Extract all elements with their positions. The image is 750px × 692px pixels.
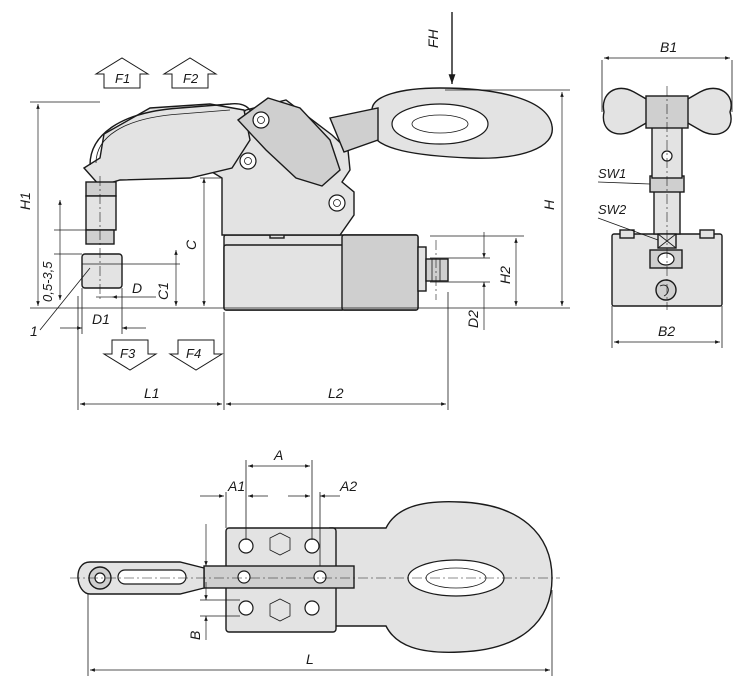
force-arrow-f1: F1: [94, 57, 150, 89]
base-step: [223, 244, 345, 311]
spindle: [85, 195, 117, 231]
dim-b2: B2: [658, 323, 675, 339]
dim-a: A: [273, 447, 283, 463]
clamp-cylinder: [341, 234, 419, 311]
dim-sw2: SW2: [598, 202, 627, 217]
dim-d1: D1: [92, 311, 110, 327]
dim-l2: L2: [328, 385, 344, 401]
callout-1: 1: [30, 323, 38, 339]
pivot-pin-1: [239, 152, 257, 170]
dim-d2: D2: [465, 310, 481, 328]
dim-d: D: [132, 280, 142, 296]
force-arrow-f2: F2: [162, 57, 218, 89]
pressure-pad: [81, 253, 123, 289]
dim-stroke-range: 0,5-3,5: [40, 261, 55, 302]
side-view: FH F1 F2 F3 F4 H1 0,5-3,5 C1: [17, 12, 570, 410]
pivot-pin-3: [328, 194, 346, 212]
top-arm: [203, 565, 355, 589]
dim-sw1: SW1: [598, 166, 626, 181]
force-arrow-f4: F4: [168, 339, 224, 371]
dim-l1: L1: [144, 385, 160, 401]
fh-label: FH: [425, 28, 441, 48]
cylinder-port: [417, 246, 427, 292]
spindle-nut: [85, 181, 117, 197]
svg-text:F3: F3: [120, 346, 136, 361]
port-fitting: [425, 258, 449, 282]
front-view: B1 B2 SW1 SW2: [597, 39, 733, 348]
dim-a1: A1: [227, 478, 245, 494]
dim-h: H: [541, 199, 557, 210]
dim-c: C: [183, 239, 199, 250]
dim-a2: A2: [339, 478, 357, 494]
dim-l: L: [306, 651, 314, 667]
force-arrow-f3: F3: [102, 339, 158, 371]
top-view: A A1 A2 B L: [70, 447, 560, 676]
dim-b1: B1: [660, 39, 677, 55]
dim-h1: H1: [17, 192, 33, 210]
svg-text:F2: F2: [183, 71, 199, 86]
dim-b: B: [187, 631, 203, 640]
svg-text:F4: F4: [186, 346, 201, 361]
dim-h2: H2: [497, 266, 513, 284]
svg-text:F1: F1: [115, 71, 130, 86]
dim-c1: C1: [155, 282, 171, 300]
